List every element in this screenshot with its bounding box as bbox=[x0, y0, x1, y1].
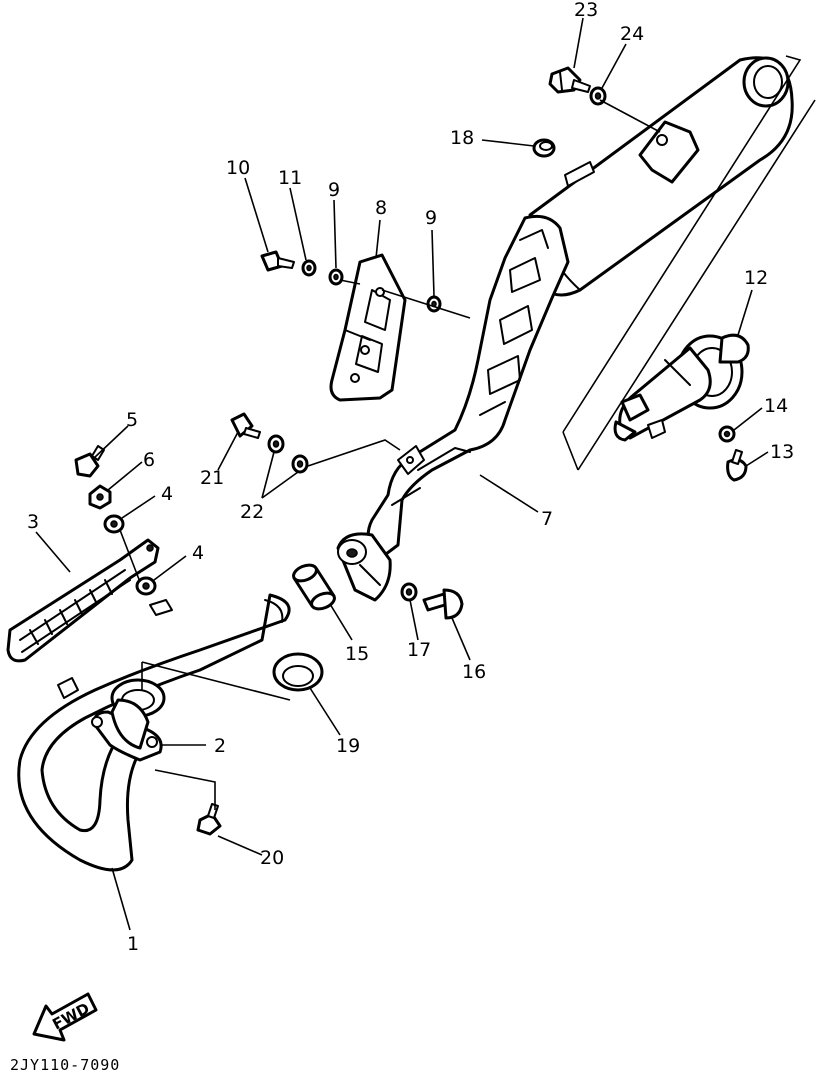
callout-10: 10 bbox=[226, 157, 250, 179]
callout-labels: 1 2 3 4 4 5 6 7 8 9 9 10 11 12 13 14 15 … bbox=[27, 0, 794, 955]
gasket-19 bbox=[272, 652, 324, 692]
fwd-arrow-icon: FWD bbox=[32, 992, 98, 1042]
bolt-21 bbox=[230, 412, 261, 439]
callout-9-left: 9 bbox=[328, 179, 340, 201]
washer-9-right bbox=[426, 295, 442, 313]
washer-14 bbox=[718, 425, 736, 443]
callout-leaders bbox=[35, 17, 769, 931]
callout-11: 11 bbox=[278, 167, 302, 189]
callout-5: 5 bbox=[126, 409, 138, 431]
muffler bbox=[366, 56, 794, 562]
joint-sleeve-15 bbox=[292, 563, 336, 611]
callout-3: 3 bbox=[27, 511, 39, 533]
washer-22-b bbox=[291, 454, 309, 474]
bolt-16 bbox=[422, 588, 464, 620]
bolt-10 bbox=[260, 250, 295, 272]
grommet-18 bbox=[532, 138, 556, 158]
exhaust-pipe bbox=[17, 593, 291, 872]
screw-13 bbox=[726, 449, 748, 482]
callout-18: 18 bbox=[450, 127, 474, 149]
callout-8: 8 bbox=[375, 197, 387, 219]
callout-20: 20 bbox=[260, 847, 284, 869]
washer-22-a bbox=[267, 434, 285, 454]
callout-1: 1 bbox=[127, 933, 139, 955]
callout-22: 22 bbox=[240, 501, 264, 523]
callout-9-right: 9 bbox=[425, 207, 437, 229]
callout-15: 15 bbox=[345, 643, 369, 665]
callout-7: 7 bbox=[541, 508, 553, 530]
collar-4-upper bbox=[103, 514, 125, 534]
callout-17: 17 bbox=[407, 639, 431, 661]
callout-21: 21 bbox=[200, 467, 224, 489]
bolt-5 bbox=[74, 445, 105, 478]
tail-pipe-assembly bbox=[613, 333, 750, 442]
washer-11 bbox=[301, 259, 317, 277]
callout-24: 24 bbox=[620, 23, 644, 45]
nut-6 bbox=[88, 484, 112, 510]
exhaust-heat-protector bbox=[6, 538, 160, 663]
callout-23: 23 bbox=[574, 0, 598, 21]
bolt-23 bbox=[548, 66, 591, 94]
assembly-lines bbox=[119, 55, 816, 810]
exhaust-flange bbox=[91, 678, 166, 762]
callout-13: 13 bbox=[770, 441, 794, 463]
muffler-inlet-clamp bbox=[336, 532, 392, 602]
callout-12: 12 bbox=[744, 267, 768, 289]
collar-4-lower bbox=[135, 576, 157, 596]
callout-19: 19 bbox=[336, 735, 360, 757]
callout-2: 2 bbox=[214, 735, 226, 757]
washer-17 bbox=[400, 582, 418, 602]
bolt-20 bbox=[196, 803, 222, 836]
callout-6: 6 bbox=[143, 449, 155, 471]
callout-4-lower: 4 bbox=[192, 542, 204, 564]
diagram-code: 2JY110-7090 bbox=[10, 1056, 121, 1074]
callout-16: 16 bbox=[462, 661, 486, 683]
callout-14: 14 bbox=[764, 395, 788, 417]
callout-4-upper: 4 bbox=[161, 483, 173, 505]
washer-9-left bbox=[328, 268, 344, 286]
